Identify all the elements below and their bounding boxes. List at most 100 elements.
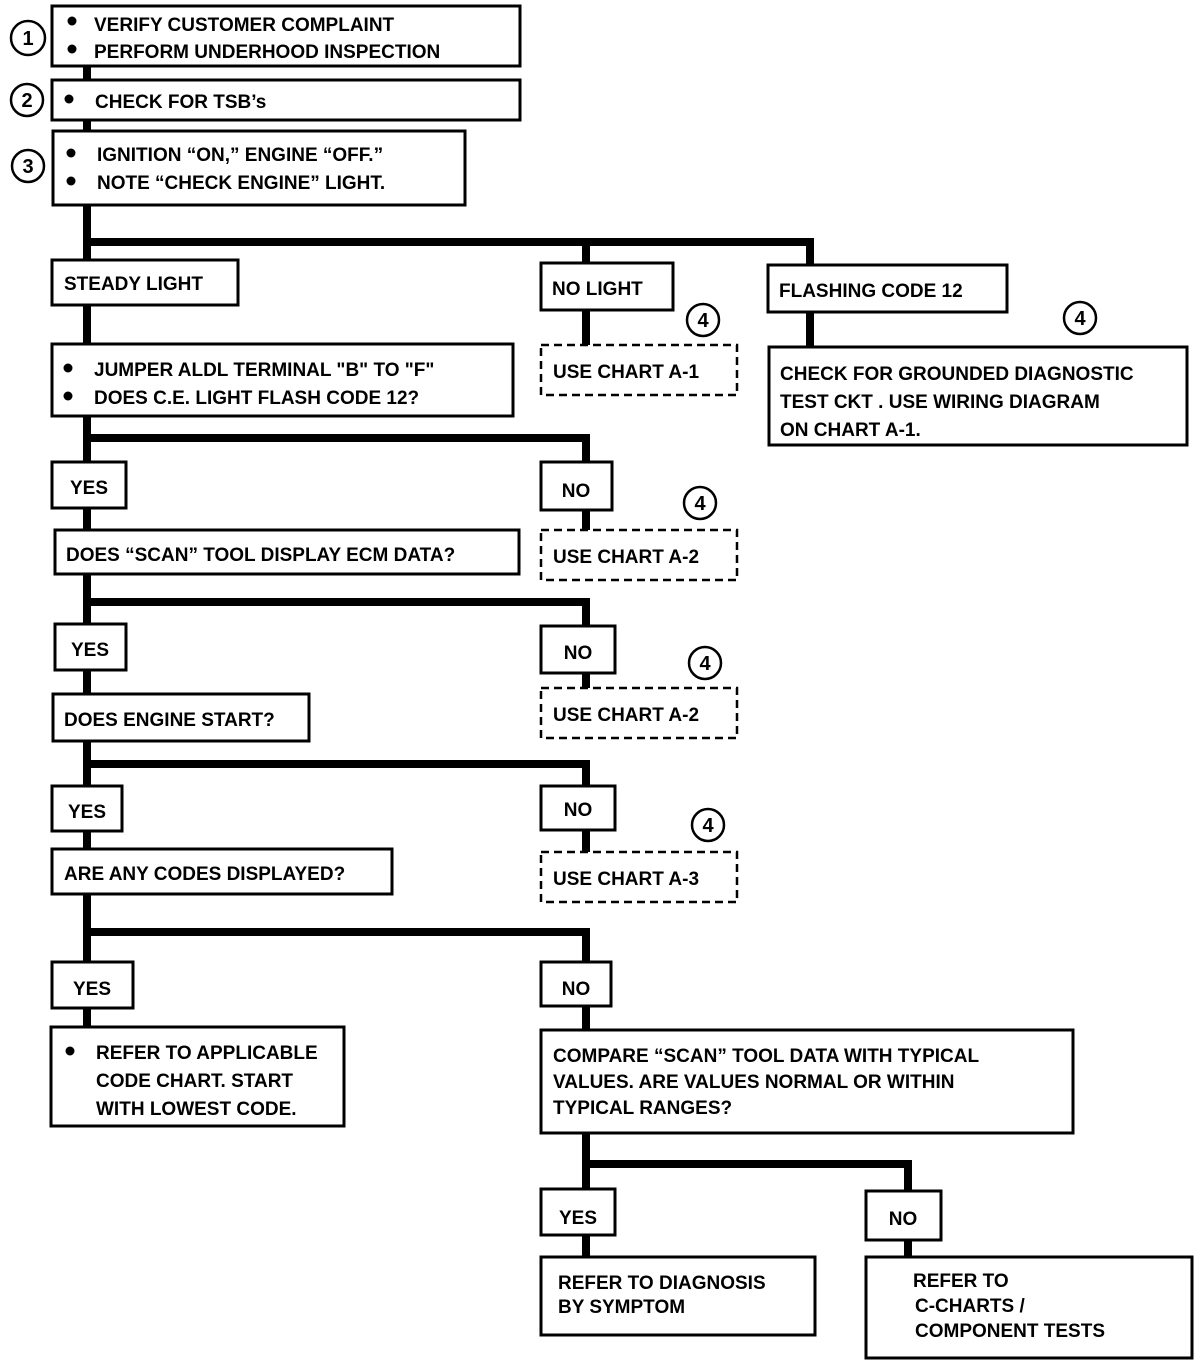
yes-box-1 — [50, 460, 128, 510]
flashing-label: FLASHING CODE 12 — [779, 281, 963, 302]
no-label-2: NO — [564, 643, 593, 664]
c-charts-line-2: C-CHARTS / — [915, 1296, 1025, 1317]
symptom-box — [539, 1255, 817, 1337]
connector-engine-no — [83, 760, 590, 790]
no-light-label: NO LIGHT — [552, 279, 643, 300]
grounded-check-box — [767, 345, 1189, 447]
yes-label-4: YES — [73, 979, 111, 1000]
engine-question-box — [51, 692, 311, 743]
yes-box-4 — [50, 960, 135, 1010]
step3-line-2: NOTE “CHECK ENGINE” LIGHT. — [97, 173, 385, 194]
c-charts-box — [864, 1255, 1194, 1360]
bullet — [66, 148, 76, 158]
boxes — [49, 4, 1194, 1360]
codes-question-box — [50, 847, 394, 896]
no-light-box — [539, 261, 675, 312]
step-number-1: 1 — [9, 19, 47, 57]
step3-line-1: IGNITION “ON,” ENGINE “OFF.” — [97, 145, 383, 166]
step-number-2-text: 2 — [21, 90, 32, 112]
chart-a2-box-first — [539, 528, 739, 582]
no-box-5 — [864, 1189, 943, 1242]
refer-code-line-2: CODE CHART. START — [96, 1071, 293, 1092]
step-number-3-text: 3 — [22, 156, 33, 178]
no-label-3: NO — [564, 800, 593, 821]
no-label-4: NO — [562, 979, 591, 1000]
connector-scan-no — [83, 598, 590, 630]
refer-code-line-3: WITH LOWEST CODE. — [96, 1099, 297, 1120]
chart-a1-box — [539, 343, 739, 397]
chart-a3-box — [539, 850, 739, 904]
engine-question-label: DOES ENGINE START? — [64, 710, 275, 731]
chart-ref-boxes — [539, 343, 739, 904]
chart-ref-number-text: 4 — [1074, 308, 1086, 330]
bullets — [63, 16, 77, 1056]
yes-label-1: YES — [70, 478, 108, 499]
no-box-1 — [539, 460, 614, 512]
chart-ref-number-flashing: 4 — [1062, 300, 1098, 336]
compare-line-3: TYPICAL RANGES? — [553, 1098, 732, 1119]
chart-ref-number-no3: 4 — [690, 807, 726, 843]
step-numbers: 1 2 3 4 4 4 4 4 — [9, 19, 1098, 843]
refer-code-line-1: REFER TO APPLICABLE — [96, 1043, 318, 1064]
yes-box-3 — [50, 784, 124, 833]
scan-question-label: DOES “SCAN” TOOL DISPLAY ECM DATA? — [66, 545, 455, 566]
no-box-3 — [539, 784, 617, 832]
yes-box-2 — [53, 622, 128, 672]
codes-question-label: ARE ANY CODES DISPLAYED? — [64, 864, 345, 885]
grounded-line-1: CHECK FOR GROUNDED DIAGNOSTIC — [780, 364, 1134, 385]
steady-light-label: STEADY LIGHT — [64, 274, 203, 295]
connector-compare-no — [582, 1160, 912, 1195]
yes-label-5: YES — [559, 1208, 597, 1229]
yes-label-2: YES — [71, 640, 109, 661]
chart-a3-label: USE CHART A-3 — [553, 869, 699, 890]
chart-ref-number-no2: 4 — [687, 645, 723, 681]
chart-ref-number-text: 4 — [694, 493, 706, 515]
no-label-5: NO — [889, 1209, 918, 1230]
yes-label-3: YES — [68, 802, 106, 823]
step-number-3: 3 — [10, 148, 46, 184]
bullet — [67, 44, 77, 54]
chart-a1-label: USE CHART A-1 — [553, 362, 699, 383]
compare-box — [539, 1028, 1075, 1135]
bullet — [66, 176, 76, 186]
jumper-line-2: DOES C.E. LIGHT FLASH CODE 12? — [94, 388, 419, 409]
step-number-2: 2 — [9, 82, 45, 118]
scan-question-box — [53, 528, 521, 576]
chart-ref-number-text: 4 — [702, 815, 714, 837]
connector-branch-top — [83, 238, 814, 269]
flashing-box — [766, 263, 1009, 314]
step2-line-1: CHECK FOR TSB’s — [95, 92, 266, 113]
connectors — [83, 62, 912, 1261]
grounded-line-3: ON CHART A-1. — [780, 420, 921, 441]
compare-line-2: VALUES. ARE VALUES NORMAL OR WITHIN — [553, 1072, 954, 1093]
step1-box — [50, 4, 522, 68]
step3-box — [51, 129, 467, 207]
step-number-1-text: 1 — [22, 28, 33, 50]
jumper-line-1: JUMPER ALDL TERMINAL "B" TO "F" — [94, 360, 434, 381]
connector-codes-no — [83, 928, 590, 966]
symptom-line-2: BY SYMPTOM — [558, 1297, 685, 1318]
no-box-2 — [539, 624, 617, 675]
chart-ref-number-nolight: 4 — [685, 302, 721, 338]
step2-box — [50, 78, 522, 122]
steady-light-box — [50, 258, 240, 307]
chart-ref-number-no1: 4 — [682, 485, 718, 521]
refer-code-box — [49, 1025, 346, 1128]
labels: VERIFY CUSTOMER COMPLAINT PERFORM UNDERH… — [64, 15, 1134, 1342]
no-box-4 — [539, 960, 613, 1008]
jumper-box — [50, 342, 515, 418]
c-charts-line-3: COMPONENT TESTS — [915, 1321, 1105, 1342]
chart-a2-box-second — [539, 686, 739, 740]
bullet — [63, 391, 73, 401]
chart-a2-label-second: USE CHART A-2 — [553, 705, 699, 726]
bullet — [63, 363, 73, 373]
grounded-line-2: TEST CKT . USE WIRING DIAGRAM — [780, 392, 1100, 413]
chart-ref-number-text: 4 — [699, 653, 711, 675]
bullet — [67, 16, 77, 26]
no-label-1: NO — [562, 481, 591, 502]
chart-ref-number-text: 4 — [697, 310, 709, 332]
step1-line-1: VERIFY CUSTOMER COMPLAINT — [94, 15, 395, 36]
symptom-line-1: REFER TO DIAGNOSIS — [558, 1273, 766, 1294]
yes-box-5 — [539, 1187, 617, 1237]
